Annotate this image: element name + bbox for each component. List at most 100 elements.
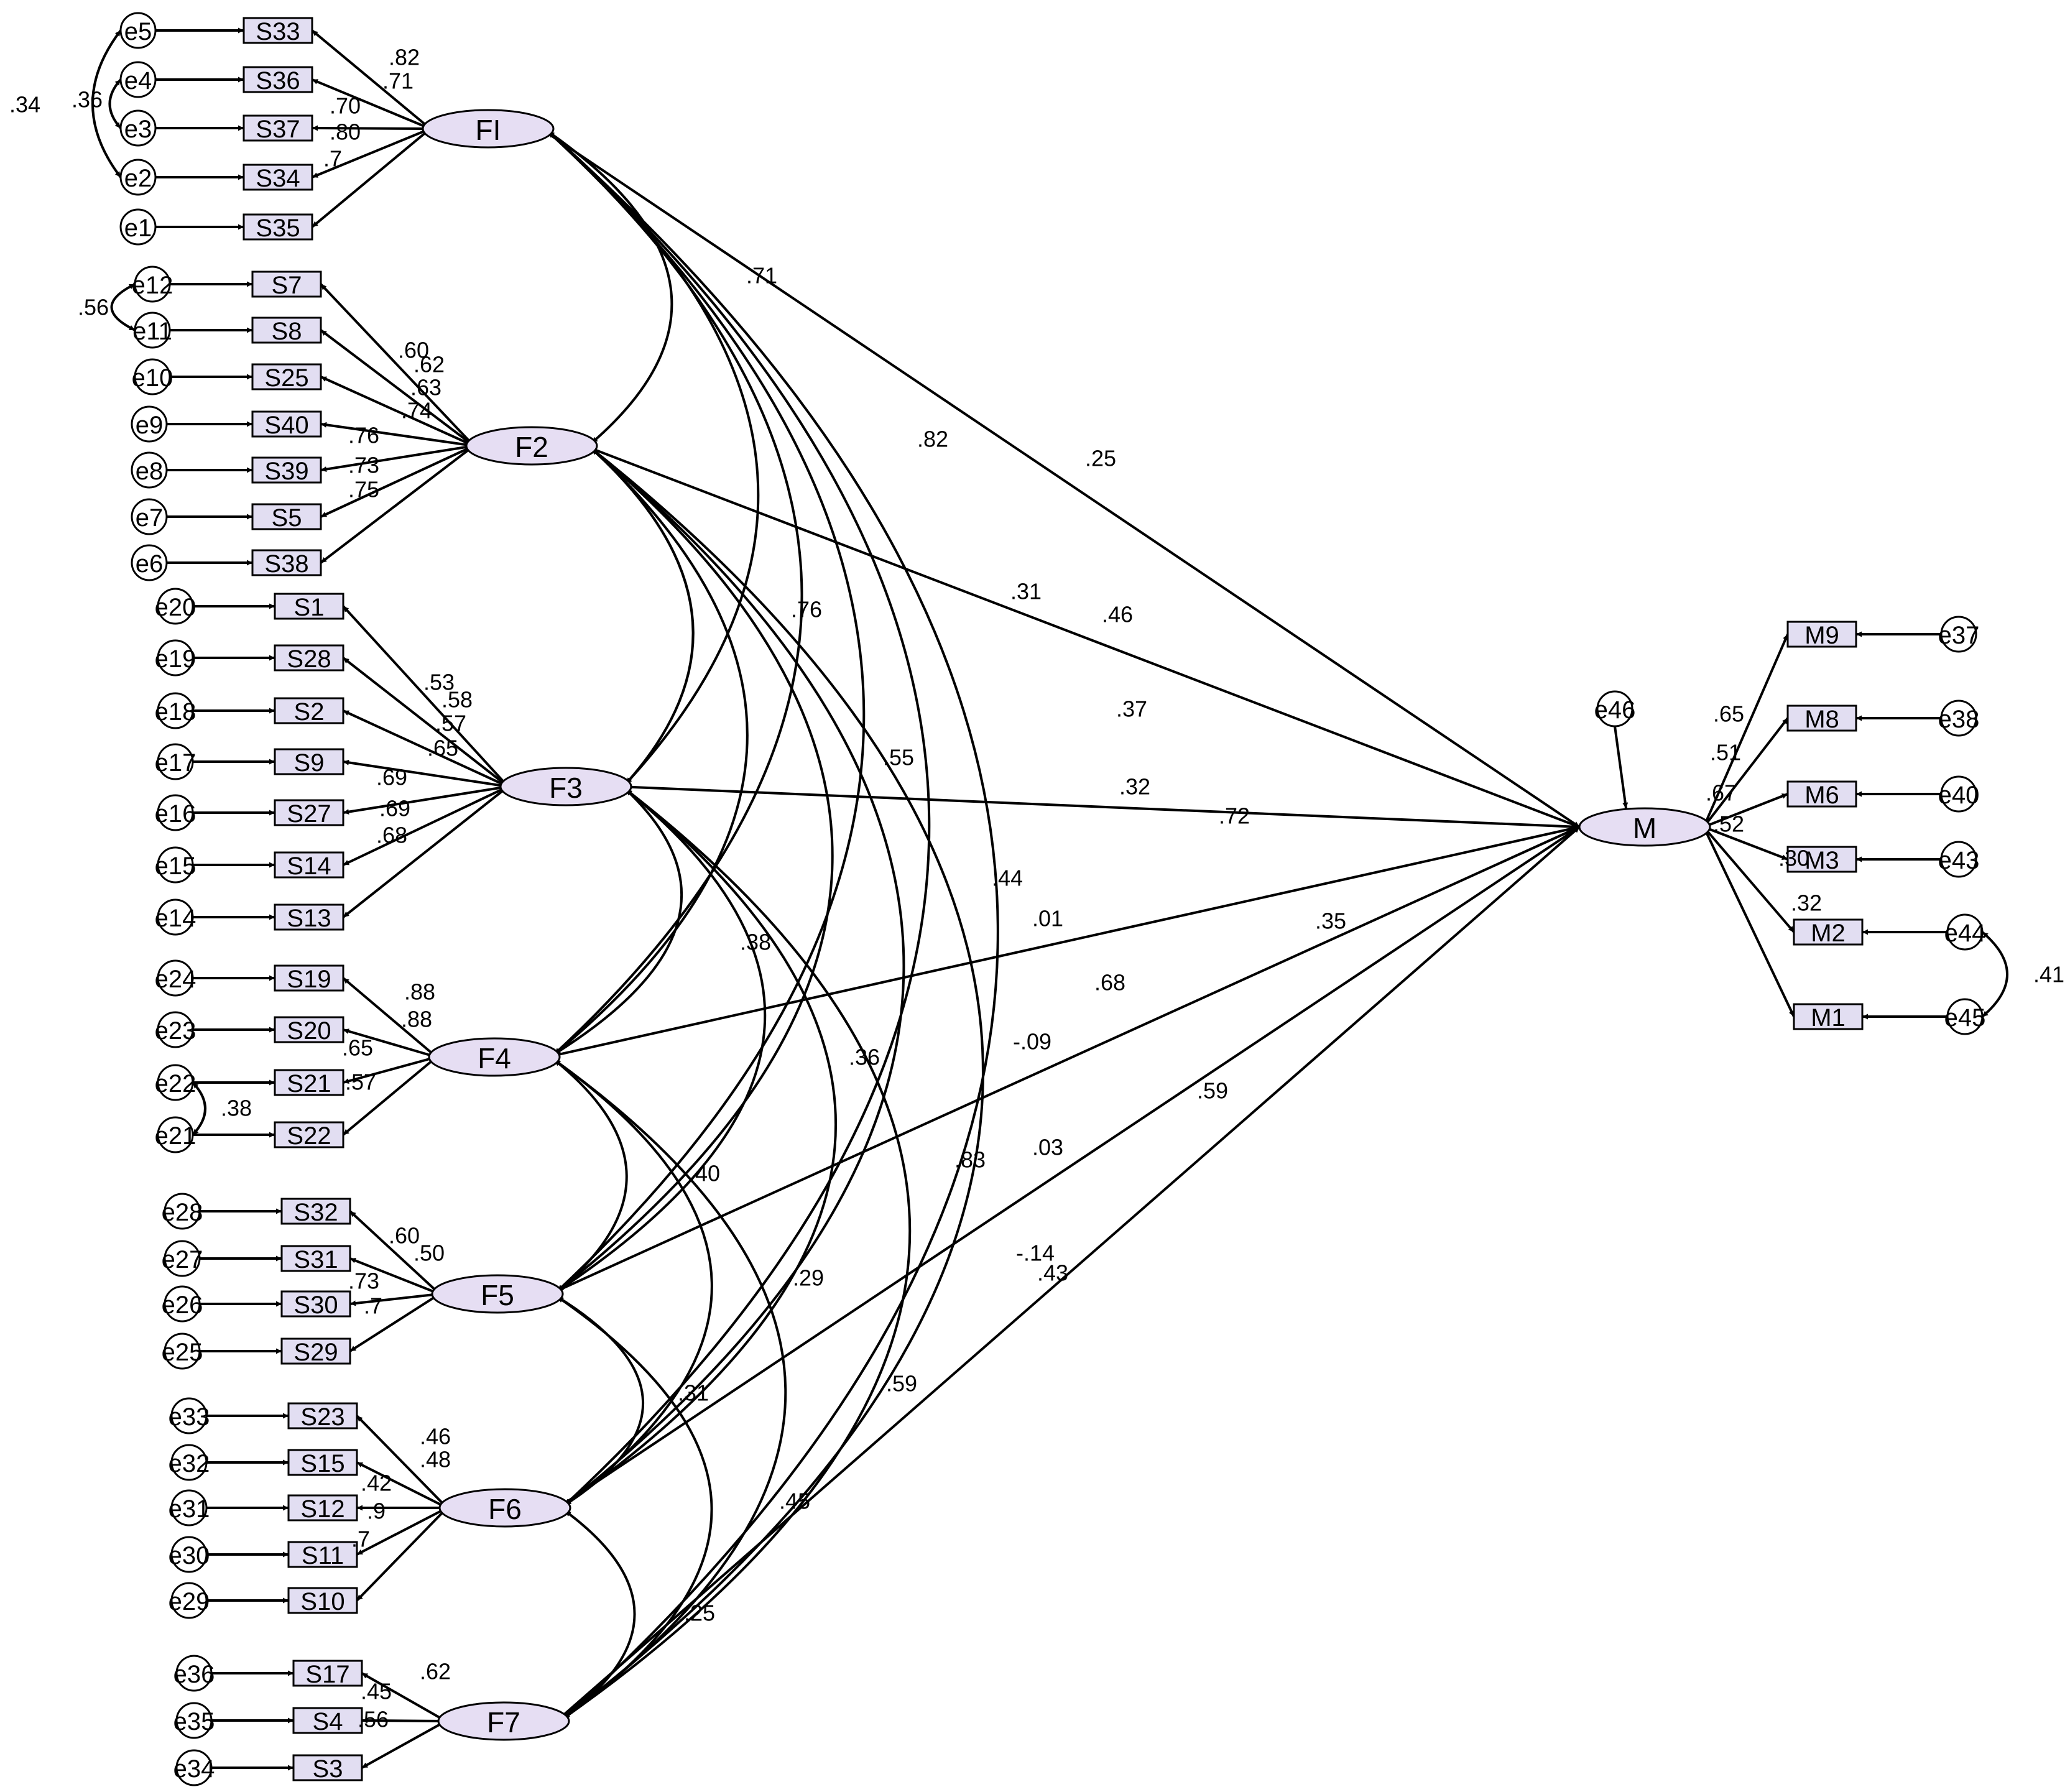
loading-arrow [1703, 634, 1789, 828]
structural-path [618, 785, 1580, 830]
indicator-box [251, 549, 322, 576]
error-circle [164, 1193, 201, 1230]
correlation-value: .01 [1032, 906, 1063, 931]
indicator-label: S4 [313, 1708, 343, 1735]
loading-value: .69 [379, 796, 410, 821]
error-label: e6 [136, 550, 164, 578]
error-circle [1946, 998, 1984, 1035]
loading-value: .7 [323, 146, 342, 172]
error-label: e29 [169, 1588, 210, 1615]
correlation-value: .25 [684, 1600, 715, 1626]
loading-arrow [343, 785, 509, 815]
indicator-label: S8 [272, 318, 302, 345]
indicator-label: M2 [1811, 920, 1846, 947]
indicator-label: S33 [256, 18, 300, 45]
error-circle [157, 588, 194, 625]
error-circle [119, 109, 157, 147]
structural-path [540, 127, 1581, 828]
error-label: e34 [173, 1755, 215, 1783]
indicator-box [280, 1245, 351, 1272]
path-coefficient: .59 [1197, 1078, 1228, 1104]
indicator-box [280, 1198, 351, 1225]
loading-arrow [343, 1056, 437, 1084]
loading-arrow [311, 29, 432, 130]
error-circle [164, 1285, 201, 1323]
loading-arrow [1703, 826, 1788, 861]
error-circle [134, 266, 171, 303]
indicator-box [1793, 1003, 1864, 1030]
loading-arrow [1703, 793, 1788, 828]
error-label: e24 [155, 966, 196, 993]
error-circle [1940, 775, 1977, 813]
loading-arrow [343, 759, 509, 788]
indicator-label: S12 [300, 1495, 344, 1523]
error-circle [157, 1116, 194, 1153]
factor-correlation-arc [557, 1296, 713, 1719]
latent-f6 [438, 1488, 571, 1528]
error-label: e45 [1944, 1004, 1986, 1032]
error-circle [175, 1749, 213, 1786]
error-circle [170, 1582, 208, 1619]
loading-arrow [349, 1210, 441, 1295]
loading-value: .73 [348, 1268, 379, 1294]
error-circle [157, 794, 194, 831]
path-coefficient: .35 [1315, 908, 1346, 934]
factor-correlation-arc [547, 131, 673, 444]
error-circle [157, 1011, 194, 1048]
error-label: e35 [173, 1708, 215, 1735]
factor-correlation-arc [563, 1510, 636, 1719]
covariance-value: .56 [78, 295, 109, 320]
latent-f7 [437, 1701, 570, 1741]
indicator-label: S28 [287, 645, 331, 673]
loading-value: .46 [420, 1424, 451, 1449]
error-covariance-arc [110, 283, 136, 331]
indicator-box [287, 1587, 358, 1614]
indicator-box [274, 697, 344, 724]
factor-correlation-arc [557, 448, 834, 1292]
error-circle [134, 358, 171, 395]
indicator-label: S32 [293, 1199, 338, 1226]
latent-label: F2 [515, 431, 548, 463]
correlation-value: .31 [678, 1380, 709, 1406]
indicator-box [243, 114, 313, 142]
loading-arrow [356, 1507, 448, 1556]
edges-layer [91, 27, 2008, 1771]
correlation-value: .82 [917, 427, 948, 452]
loading-arrow [356, 1461, 448, 1509]
correlation-value: .40 [689, 1161, 720, 1186]
latent-f3 [499, 767, 632, 806]
loading-value: .70 [330, 93, 361, 119]
correlation-value: .36 [849, 1045, 880, 1070]
indicator-label: S5 [272, 504, 302, 532]
indicator-box [1786, 846, 1857, 873]
indicator-box [1786, 780, 1857, 808]
loading-arrow [320, 283, 475, 447]
loading-arrow [343, 1028, 437, 1058]
disturbance-circle [1596, 690, 1633, 727]
error-label: e1 [124, 215, 152, 242]
error-label: e8 [136, 458, 164, 485]
loading-value: .57 [435, 711, 466, 736]
error-covariance-arc [108, 78, 122, 129]
indicator-box [274, 1121, 344, 1148]
error-circle [175, 1655, 213, 1692]
error-label: e2 [124, 165, 152, 192]
indicator-box [243, 17, 313, 44]
loading-value: .60 [398, 338, 429, 363]
loading-arrow [349, 1293, 440, 1306]
error-circle [170, 1489, 208, 1526]
correlation-value: -.14 [1016, 1240, 1055, 1266]
covariance-value: .36 [72, 87, 103, 113]
error-circle [1940, 841, 1977, 878]
factor-correlation-arc [553, 1059, 628, 1292]
labels-layer: .82.71.70.80.7.60.62.63.74.76.73.75.53.5… [9, 45, 2064, 1732]
error-label: e37 [1938, 622, 1980, 649]
indicator-label: S10 [300, 1588, 344, 1615]
latent-label: M [1633, 812, 1656, 844]
indicator-label: M9 [1804, 622, 1839, 649]
indicator-label: S2 [294, 698, 325, 726]
loading-value: .42 [361, 1471, 392, 1496]
loading-value: .69 [376, 765, 407, 790]
latent-label: FI [476, 114, 501, 146]
